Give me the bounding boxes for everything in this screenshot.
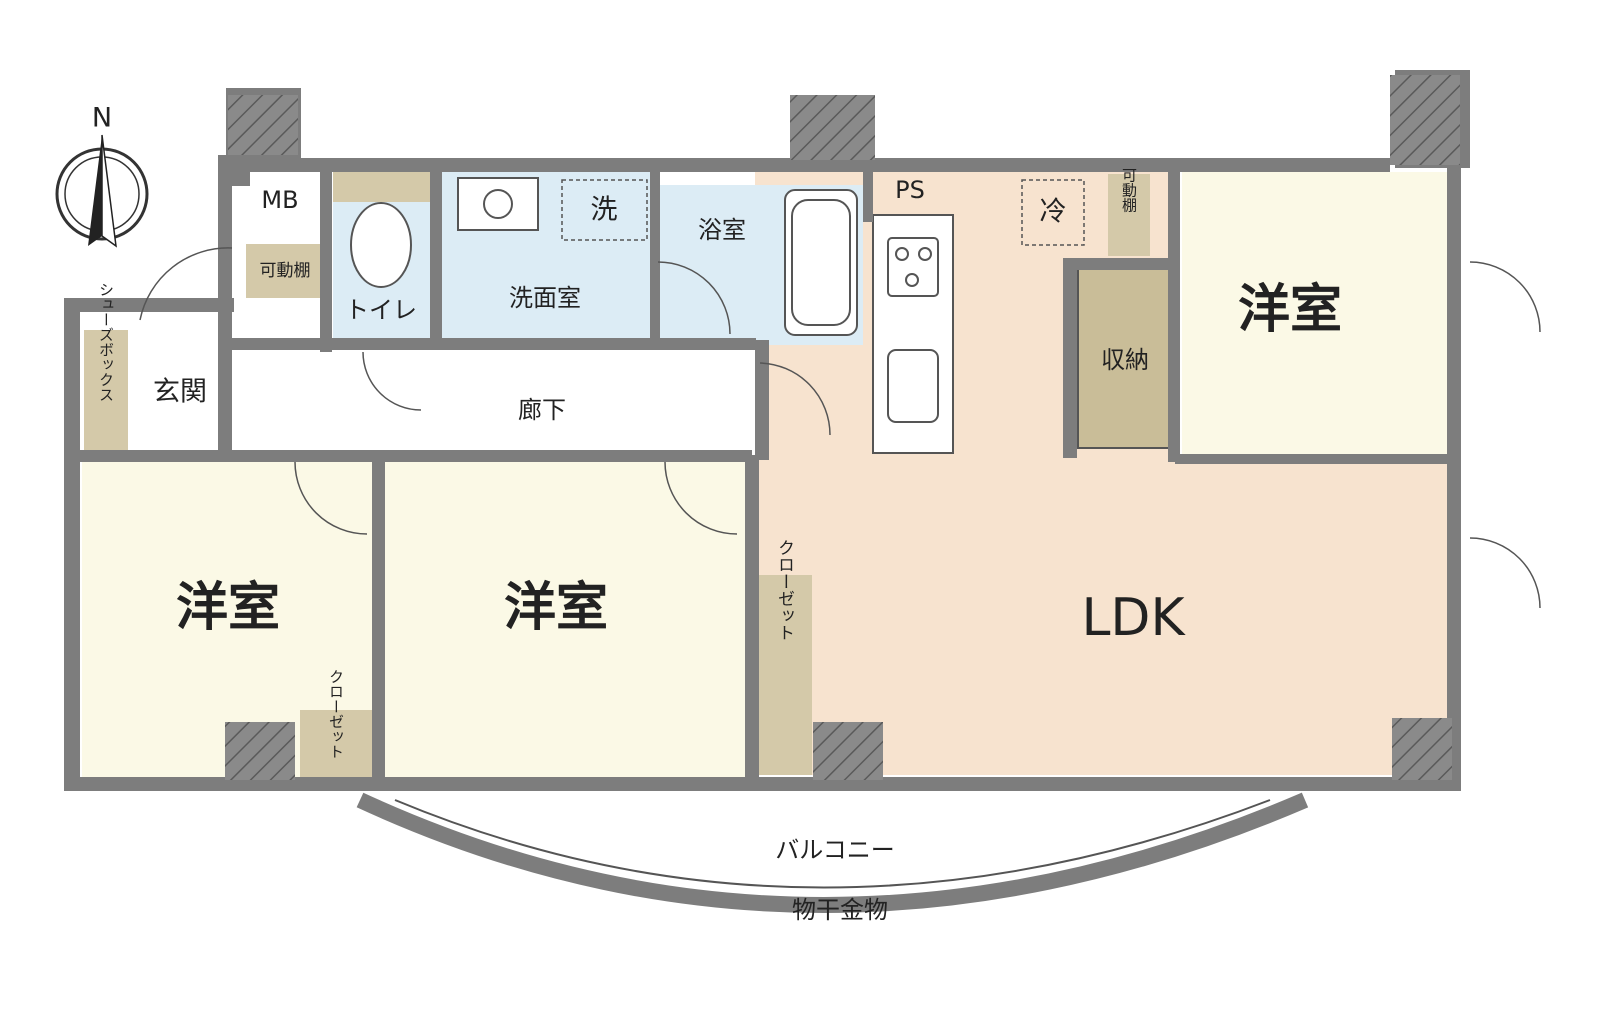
burner-icon: [918, 247, 932, 261]
room-label-bathroom: 浴室: [698, 216, 746, 244]
toilet-bowl-icon: [350, 202, 412, 288]
western-room-center-floor[interactable]: [385, 462, 745, 777]
shoe-box: [84, 330, 128, 450]
closet-center-label: クローゼット: [774, 539, 794, 641]
sink-icon: [887, 349, 939, 423]
room-label-storage: 収納: [1101, 346, 1149, 374]
washbasin-bowl: [483, 189, 513, 219]
burner-icon: [905, 273, 919, 287]
structural-columns: [225, 75, 1460, 780]
movable-shelf-top-label: 可動棚: [260, 261, 311, 281]
drying-rack-label: 物干金物: [792, 896, 888, 924]
room-label-western-right: 洋室: [1238, 280, 1342, 340]
balcony-inner-line: [394, 799, 1271, 889]
western-room-right-floor[interactable]: [1182, 172, 1447, 454]
room-label-toilet: トイレ: [345, 296, 417, 324]
room-label-western-center: 洋室: [504, 578, 608, 638]
bathtub-icon: [784, 189, 858, 336]
pipe-space-label: PS: [895, 176, 925, 204]
compass-north-label: N: [92, 103, 112, 134]
bathtub-inner: [791, 199, 851, 326]
toilet-shelf: [333, 172, 430, 202]
room-label-ldk: LDK: [1081, 588, 1186, 648]
washbasin-icon: [457, 177, 539, 231]
room-label-western-left: 洋室: [176, 578, 280, 638]
compass: [55, 134, 149, 248]
room-label-balcony: バルコニー: [775, 836, 895, 864]
shoe-box-label: シューズボックス: [97, 282, 115, 402]
room-label-washroom: 洗面室: [509, 284, 581, 312]
closet-left-label: クローゼット: [327, 669, 345, 759]
washer-label: 洗: [591, 195, 618, 226]
balcony-outline: [356, 792, 1309, 913]
compass-needle-icon-light: [101, 134, 117, 248]
ldk-floor-main[interactable]: [755, 455, 1447, 775]
fridge-label: 冷: [1040, 197, 1067, 228]
kitchen-counter: [872, 214, 954, 454]
compass-needle-icon: [88, 135, 102, 246]
fridge-space: [1021, 179, 1085, 246]
room-label-entrance: 玄関: [153, 377, 207, 408]
closet-left[interactable]: [300, 710, 372, 777]
washer-space: [561, 179, 648, 241]
burner-icon: [895, 247, 909, 261]
movable-shelf-top: [246, 244, 324, 298]
meter-box-label: MB: [261, 186, 298, 214]
doors[interactable]: [139, 247, 1541, 609]
stove-icon: [887, 237, 939, 297]
movable-shelf-right-label: 可動棚: [1120, 168, 1138, 213]
movable-shelf-right: [1108, 174, 1150, 256]
closet-center[interactable]: [757, 575, 812, 775]
hallway-floor[interactable]: [232, 350, 752, 452]
room-label-hallway: 廊下: [518, 396, 566, 424]
